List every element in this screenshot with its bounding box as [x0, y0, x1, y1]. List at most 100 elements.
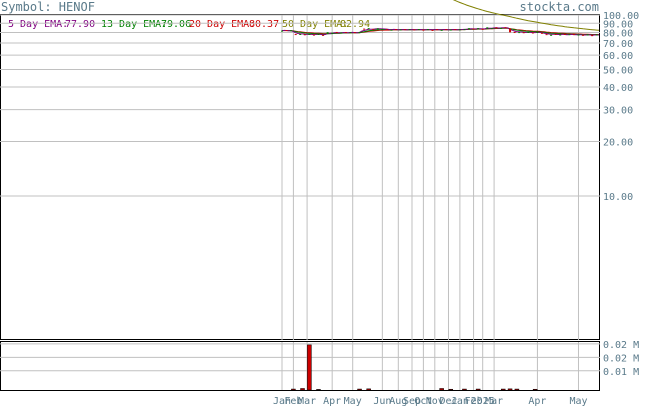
- volume-bar: [291, 388, 296, 391]
- price-candle: [509, 28, 512, 33]
- price-candle: [413, 29, 416, 31]
- price-candle: [499, 27, 502, 29]
- price-axis-tick-label: 80.00: [603, 29, 633, 40]
- ema-legend: 5 Day EMA: 77.90 13 Day EMA: 79.06 20 Da…: [8, 19, 370, 30]
- price-axis-tick-label: 100.00: [603, 11, 639, 22]
- price-candle: [481, 28, 484, 30]
- volume-grid: [0, 342, 600, 390]
- price-candle: [358, 31, 361, 33]
- price-axis-tick-label: 10.00: [603, 192, 633, 203]
- price-candle: [454, 29, 457, 31]
- price-candle: [344, 31, 347, 33]
- price-candle: [495, 27, 498, 29]
- date-axis-tick-label: Dec: [439, 396, 457, 406]
- price-candle: [463, 29, 466, 31]
- price-candle: [399, 29, 402, 31]
- ema5-line: [281, 27, 600, 36]
- price-candle: [554, 33, 557, 35]
- price-candle: [294, 34, 297, 36]
- price-axis-tick-label: 70.00: [603, 39, 633, 50]
- price-candle: [390, 29, 393, 31]
- price-candle: [372, 28, 375, 30]
- legend-ema13-value: 79.06: [161, 19, 191, 30]
- date-axis-tick-label: 2025: [471, 396, 495, 406]
- volume-bar: [462, 388, 467, 391]
- symbol-label: Symbol: HENOF: [1, 0, 95, 14]
- date-axis-tick-label: Jun: [373, 396, 391, 406]
- price-series: [281, 0, 600, 37]
- price-candle: [431, 29, 434, 31]
- ema50-line: [452, 0, 600, 31]
- legend-ema50-value: 82.94: [340, 19, 370, 30]
- price-candle: [490, 28, 493, 30]
- volume-panel-frame: [0, 341, 600, 391]
- price-panel-frame: [0, 14, 600, 340]
- volume-bar: [307, 344, 312, 391]
- date-axis-tick-label: Oct: [414, 396, 432, 406]
- legend-ema5-value: 77.90: [65, 19, 95, 30]
- date-axis-tick-label: Apr: [528, 396, 546, 406]
- volume-bar: [316, 389, 321, 391]
- price-candle: [326, 32, 329, 35]
- price-candle: [559, 34, 562, 36]
- price-candle: [381, 29, 384, 31]
- price-axis-tick-label: 20.00: [603, 137, 633, 148]
- price-candle: [308, 33, 311, 35]
- price-candle: [408, 29, 411, 31]
- price-candle: [404, 29, 407, 31]
- price-candle: [513, 32, 516, 34]
- price-candle: [445, 29, 448, 31]
- site-name[interactable]: stockta.com: [520, 0, 599, 14]
- price-candle: [340, 32, 343, 34]
- legend-ema20-value: 80.37: [249, 19, 279, 30]
- price-candle: [550, 34, 553, 36]
- price-candle: [303, 34, 306, 36]
- volume-bar: [532, 388, 538, 391]
- volume-bar: [366, 388, 371, 391]
- volume-bar: [475, 388, 481, 391]
- price-candle: [376, 28, 379, 30]
- price-candle: [518, 32, 521, 34]
- price-candle: [591, 35, 594, 37]
- volume-bar: [439, 388, 444, 391]
- price-candle: [486, 27, 489, 29]
- price-axis-tick-label: 30.00: [603, 106, 633, 117]
- date-axis-tick-label: Jan: [273, 396, 291, 406]
- price-candle: [468, 28, 471, 30]
- price-candle: [317, 33, 320, 35]
- price-candle: [422, 29, 425, 31]
- price-axis-tick-label: 50.00: [603, 65, 633, 76]
- price-candle: [299, 34, 302, 36]
- volume-bar: [500, 388, 506, 391]
- volume-axis-labels: 0.01 M0.02 M0.02 M: [603, 340, 639, 378]
- price-candle: [582, 34, 585, 36]
- date-axis-tick-label: Apr: [323, 396, 341, 406]
- price-candle: [472, 28, 475, 30]
- price-candle: [449, 29, 452, 31]
- price-candle: [353, 32, 356, 34]
- price-candle: [290, 30, 293, 32]
- legend-ema20-label: 20 Day EMA:: [189, 19, 255, 30]
- legend-ema50-label: 50 Day EMA:: [282, 19, 348, 30]
- price-candle: [477, 28, 480, 30]
- price-candle: [577, 34, 580, 36]
- volume-bar: [448, 388, 454, 391]
- date-axis-tick-label: Sep: [403, 396, 421, 406]
- price-candle: [586, 34, 589, 36]
- price-candle: [536, 31, 539, 33]
- date-axis-tick-label: Aug: [389, 396, 407, 406]
- price-candle: [595, 34, 598, 36]
- price-candle: [458, 29, 461, 31]
- price-candle: [540, 32, 543, 34]
- volume-bar: [507, 388, 513, 391]
- price-candle: [395, 29, 398, 31]
- price-candle: [312, 34, 315, 36]
- price-axis-tick-label: 90.00: [603, 19, 633, 30]
- price-candle: [417, 29, 420, 31]
- price-candle: [563, 33, 566, 35]
- price-candle: [545, 34, 548, 36]
- volume-axis-tick-label: 0.02 M: [603, 340, 639, 351]
- price-candle: [322, 34, 325, 36]
